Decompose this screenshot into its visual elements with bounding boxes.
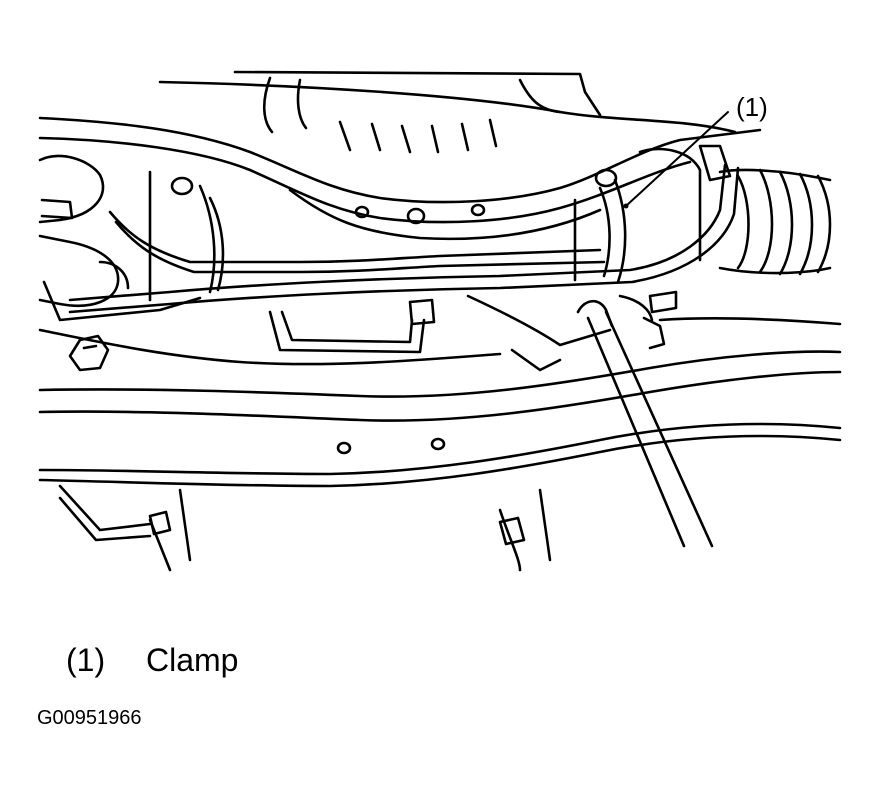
- callout-leader: [623, 111, 729, 209]
- figure-id: G00951966: [37, 707, 142, 729]
- fluid-pipes: [68, 163, 740, 354]
- left-mount: [38, 154, 202, 372]
- rubber-boot: [698, 144, 832, 276]
- legend-number: (1): [66, 642, 106, 678]
- screwdriver-tool: [576, 299, 714, 548]
- upper-crossmember: [38, 70, 762, 241]
- callout-number: (1): [736, 92, 768, 122]
- legend-entry: (1) Clamp: [66, 640, 238, 680]
- legend-label: Clamp: [146, 642, 239, 678]
- gearbox-body: [148, 147, 702, 302]
- lower-frame: [38, 290, 842, 572]
- steering-clamp-illustration: [38, 70, 842, 572]
